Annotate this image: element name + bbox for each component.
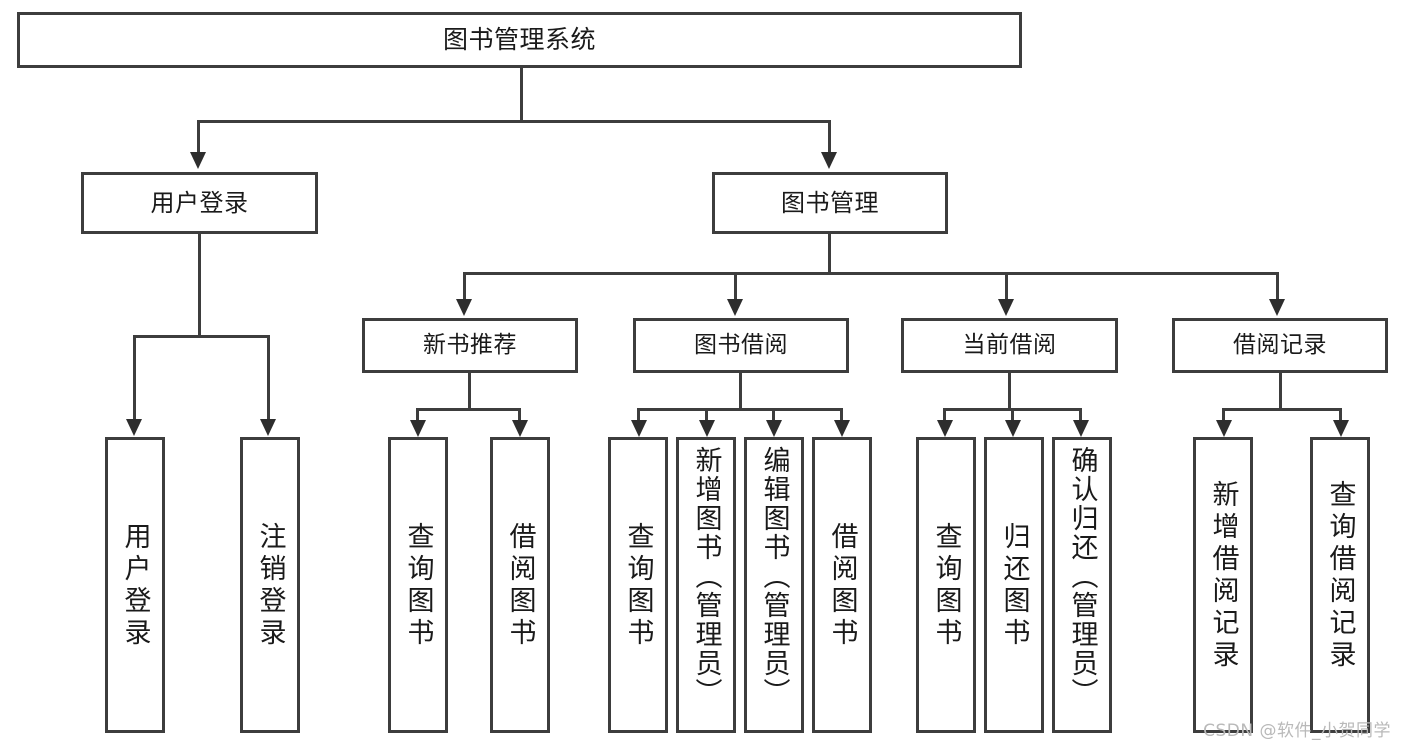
connector-current-borrow-leaf-3 xyxy=(1079,408,1082,420)
arrowhead-book-borrow-leaf-2 xyxy=(699,420,715,437)
connector-new-book-stem xyxy=(468,373,471,408)
connector-book-borrow-leaf-3 xyxy=(772,408,775,420)
connector-book-manage-stem xyxy=(828,234,831,272)
connector-borrow-record-stem xyxy=(1279,373,1282,408)
connector-borrow-record-leaf-2 xyxy=(1339,408,1342,420)
arrowhead-book-borrow xyxy=(727,299,743,316)
connector-borrow-record-bus xyxy=(1222,408,1342,411)
node-label: 确认归还（管理员） xyxy=(1066,446,1098,707)
arrowhead-current-borrow-leaf-3 xyxy=(1073,420,1089,437)
node-label: 图书管理系统 xyxy=(442,25,596,54)
arrowhead-borrow-record-leaf-1 xyxy=(1216,420,1232,437)
node-label: 图书管理 xyxy=(781,188,879,217)
connector-to-new-book xyxy=(463,272,466,299)
leaf-edit-book-admin[interactable]: 编辑图书（管理员） xyxy=(744,437,804,733)
node-borrow-record[interactable]: 借阅记录 xyxy=(1172,318,1388,373)
arrowhead-book-borrow-leaf-4 xyxy=(834,420,850,437)
node-user-login[interactable]: 用户登录 xyxy=(81,172,318,234)
node-label: 查询图书 xyxy=(402,522,434,650)
arrowhead-borrow-record-leaf-2 xyxy=(1333,420,1349,437)
connector-to-book-borrow xyxy=(734,272,737,299)
arrowhead-new-book-leaf-2 xyxy=(512,420,528,437)
node-root-system[interactable]: 图书管理系统 xyxy=(17,12,1022,68)
connector-user-login-stem xyxy=(198,234,201,335)
node-label: 新增图书（管理员） xyxy=(690,446,722,707)
leaf-user-login[interactable]: 用户登录 xyxy=(105,437,165,733)
connector-borrow-record-leaf-1 xyxy=(1222,408,1225,420)
connector-current-borrow-leaf-1 xyxy=(943,408,946,420)
arrowhead-leaf-logout xyxy=(260,419,276,436)
node-label: 查询图书 xyxy=(622,522,654,650)
node-label: 借阅图书 xyxy=(504,522,536,650)
node-label: 新增借阅记录 xyxy=(1207,480,1239,672)
arrowhead-new-book xyxy=(456,299,472,316)
connector-new-book-bus xyxy=(416,408,521,411)
node-new-book-recommend[interactable]: 新书推荐 xyxy=(362,318,578,373)
node-label: 新书推荐 xyxy=(423,331,517,358)
connector-book-borrow-bus xyxy=(637,408,842,411)
connector-to-user-login xyxy=(197,120,200,152)
connector-root-stem xyxy=(520,68,523,120)
arrowhead-leaf-user-login xyxy=(126,419,142,436)
leaf-new-book-borrow[interactable]: 借阅图书 xyxy=(490,437,550,733)
node-label: 查询借阅记录 xyxy=(1324,480,1356,672)
node-label: 借阅记录 xyxy=(1233,331,1327,358)
arrowhead-book-borrow-leaf-3 xyxy=(766,420,782,437)
connector-new-book-leaf-2 xyxy=(518,408,521,420)
node-label: 图书借阅 xyxy=(694,331,788,358)
arrowhead-current-borrow-leaf-1 xyxy=(937,420,953,437)
node-label: 归还图书 xyxy=(998,522,1030,650)
node-book-borrow[interactable]: 图书借阅 xyxy=(633,318,849,373)
leaf-add-borrow-record[interactable]: 新增借阅记录 xyxy=(1193,437,1253,733)
connector-to-borrow-record xyxy=(1276,272,1279,299)
leaf-confirm-return-admin[interactable]: 确认归还（管理员） xyxy=(1052,437,1112,733)
connector-root-bus xyxy=(197,120,831,123)
node-label: 注销登录 xyxy=(254,522,286,650)
connector-book-borrow-leaf-4 xyxy=(840,408,843,420)
leaf-borrow-query-book[interactable]: 查询图书 xyxy=(608,437,668,733)
node-label: 查询图书 xyxy=(930,522,962,650)
arrowhead-new-book-leaf-1 xyxy=(410,420,426,437)
connector-to-book-manage xyxy=(828,120,831,152)
connector-user-login-leaf-2 xyxy=(267,335,270,419)
leaf-borrow-book[interactable]: 借阅图书 xyxy=(812,437,872,733)
node-label: 用户登录 xyxy=(119,522,151,650)
node-label: 借阅图书 xyxy=(826,522,858,650)
leaf-logout[interactable]: 注销登录 xyxy=(240,437,300,733)
connector-new-book-leaf-1 xyxy=(416,408,419,420)
leaf-return-book[interactable]: 归还图书 xyxy=(984,437,1044,733)
arrowhead-current-borrow xyxy=(998,299,1014,316)
arrowhead-current-borrow-leaf-2 xyxy=(1005,420,1021,437)
node-book-management[interactable]: 图书管理 xyxy=(712,172,948,234)
arrowhead-user-login xyxy=(190,152,206,169)
arrowhead-book-borrow-leaf-1 xyxy=(631,420,647,437)
node-label: 用户登录 xyxy=(150,188,249,217)
node-label: 当前借阅 xyxy=(962,331,1057,358)
connector-user-login-leaf-1 xyxy=(133,335,136,419)
connector-book-borrow-leaf-1 xyxy=(637,408,640,420)
connector-level3-bus xyxy=(463,272,1279,275)
connector-current-borrow-stem xyxy=(1008,373,1011,408)
connector-user-login-bus xyxy=(133,335,270,338)
leaf-add-book-admin[interactable]: 新增图书（管理员） xyxy=(676,437,736,733)
arrowhead-borrow-record xyxy=(1269,299,1285,316)
leaf-current-query-book[interactable]: 查询图书 xyxy=(916,437,976,733)
connector-book-borrow-stem xyxy=(739,373,742,408)
leaf-query-borrow-record[interactable]: 查询借阅记录 xyxy=(1310,437,1370,733)
node-label: 编辑图书（管理员） xyxy=(758,446,790,707)
arrowhead-book-manage xyxy=(821,152,837,169)
connector-to-current-borrow xyxy=(1005,272,1008,299)
connector-current-borrow-leaf-2 xyxy=(1011,408,1014,420)
node-current-borrow[interactable]: 当前借阅 xyxy=(901,318,1118,373)
connector-book-borrow-leaf-2 xyxy=(705,408,708,420)
leaf-new-book-query[interactable]: 查询图书 xyxy=(388,437,448,733)
